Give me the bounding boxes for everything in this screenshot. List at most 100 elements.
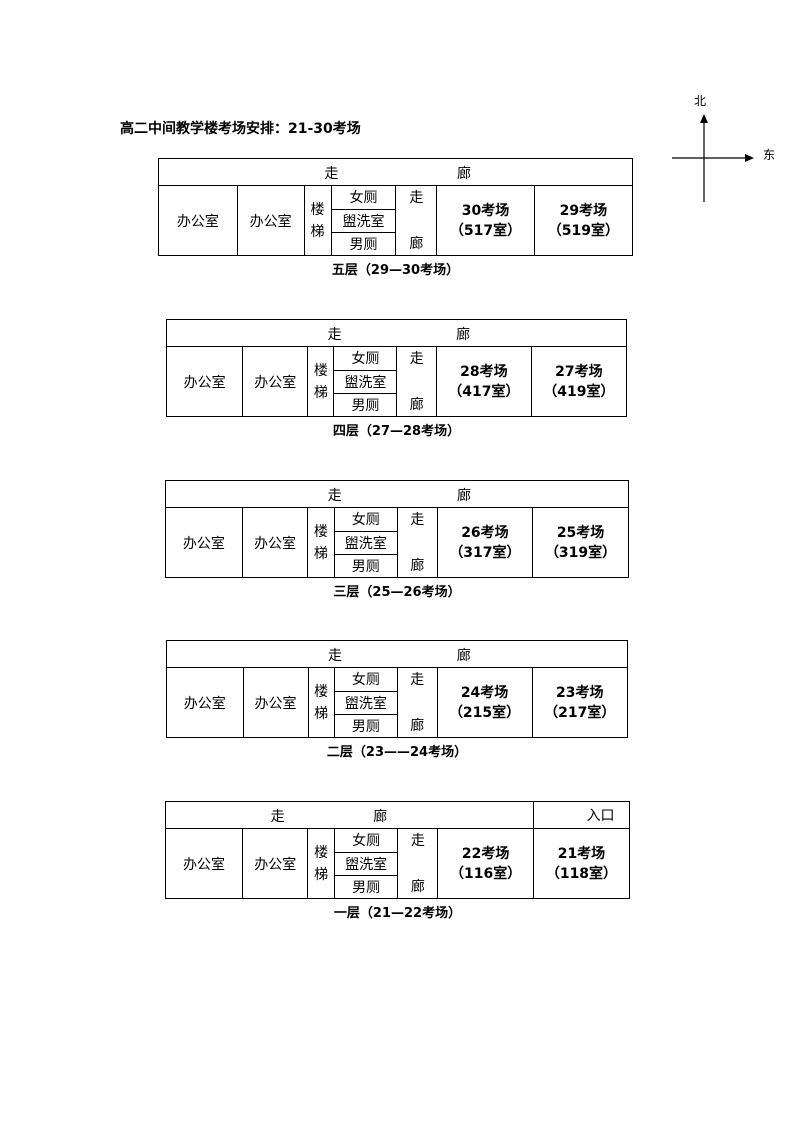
entrance-label: 入口 <box>532 800 631 830</box>
corridor-char: 廊 <box>456 166 471 182</box>
side-corridor: 走廊 <box>395 185 438 256</box>
men-restroom: 男厕 <box>330 231 397 257</box>
stairs: 楼梯 <box>303 185 332 256</box>
corridor-row: 走 廊 <box>166 318 627 348</box>
corridor-char: 廊 <box>410 717 425 734</box>
office-room: 办公室 <box>166 667 244 738</box>
washroom: 盥洗室 <box>333 530 398 555</box>
exam-room-name: 28考场 <box>460 363 508 380</box>
exam-room-name: 21考场 <box>557 845 606 862</box>
exam-room: 30考场（517室） <box>436 185 535 256</box>
washroom: 盥洗室 <box>333 369 398 394</box>
exam-room: 28考场 （417室） <box>436 346 532 417</box>
floor-caption: 二层（23——24考场） <box>326 745 468 760</box>
exam-room: 29考场 （519室） <box>533 185 634 256</box>
exam-room-number: （116室） <box>450 865 522 882</box>
corridor-char: 走 <box>410 511 425 528</box>
corridor-row: 走 廊 <box>165 800 534 830</box>
east-label: 东 <box>763 148 776 162</box>
office-room: 办公室 <box>242 828 309 899</box>
corridor-char: 走 <box>270 809 285 825</box>
corridor-row: 走 廊 <box>165 479 629 509</box>
compass: 北 东 <box>672 92 782 207</box>
women-restroom: 女厕 <box>333 507 398 532</box>
washroom: 盥洗室 <box>330 208 397 233</box>
men-restroom: 男厕 <box>333 874 399 900</box>
exam-room-name: 26考场 <box>461 524 509 541</box>
floor-plan-1: 走 廊 入口 办公室 办公室 楼梯 女厕 走廊 22考场（116室） 21考场（… <box>164 800 631 900</box>
men-restroom: 男厕 <box>333 392 398 418</box>
stairs-char: 楼 <box>310 201 325 218</box>
side-corridor: 走廊 <box>396 667 438 738</box>
men-restroom: 男厕 <box>333 713 398 739</box>
corridor-char: 廊 <box>456 327 471 343</box>
exam-room-number: （519室） <box>547 222 620 239</box>
office-room: 办公室 <box>165 346 244 417</box>
exam-room: 27考场 （419室） <box>530 346 628 417</box>
stairs: 楼梯 <box>307 346 335 417</box>
floor-plan-5: 走 廊 办公室 办公室 楼梯 女厕 走廊 30考场（517室） 29考场（519… <box>158 157 634 257</box>
corridor-char: 廊 <box>410 557 425 574</box>
exam-room-number: （419室） <box>543 383 615 400</box>
office-room: 办公室 <box>165 507 243 578</box>
stairs-char: 楼 <box>314 683 329 700</box>
compass-arrows-icon <box>672 114 754 202</box>
office-room: 办公室 <box>241 507 309 578</box>
page-title: 高二中间教学楼考场安排：21-30考场 <box>120 121 361 137</box>
exam-room-number: （417室） <box>448 383 520 400</box>
stairs-char: 梯 <box>314 705 329 722</box>
corridor-char: 廊 <box>373 809 388 825</box>
exam-room-name: 30考场 <box>461 202 510 219</box>
stairs: 楼梯 <box>307 667 335 738</box>
stairs: 楼梯 <box>307 507 335 578</box>
corridor-char: 廊 <box>410 878 425 895</box>
side-corridor: 走廊 <box>397 828 439 899</box>
corridor-char: 走 <box>409 350 424 367</box>
stairs-char: 梯 <box>313 545 328 562</box>
exam-room: 26考场 （317室） <box>436 507 534 578</box>
exam-room-name: 25考场 <box>556 524 605 541</box>
stairs-char: 楼 <box>314 844 329 861</box>
exam-room-name: 27考场 <box>555 363 603 380</box>
exam-room-name: 22考场 <box>461 845 510 862</box>
corridor-char: 走 <box>327 327 342 343</box>
side-corridor: 走廊 <box>396 507 438 578</box>
washroom: 盥洗室 <box>333 851 399 876</box>
stairs-char: 楼 <box>313 362 328 379</box>
exam-room: 23考场（217室） <box>531 667 629 738</box>
corridor-char: 走 <box>324 166 339 182</box>
exam-room-name: 23考场 <box>556 684 604 701</box>
exam-room: 22考场 （116室） <box>437 828 534 899</box>
corridor-row: 走 廊 <box>166 639 628 669</box>
stairs: 楼梯 <box>307 828 335 899</box>
north-label: 北 <box>694 94 707 108</box>
office-room: 办公室 <box>164 828 244 899</box>
corridor-char: 廊 <box>409 396 424 413</box>
exam-room-name: 24考场 <box>460 684 509 701</box>
exam-room: 24考场 （215室） <box>436 667 533 738</box>
corridor-char: 走 <box>410 832 425 849</box>
women-restroom: 女厕 <box>330 185 397 210</box>
corridor-char: 廊 <box>456 648 471 664</box>
corridor-char: 走 <box>410 671 425 688</box>
floor-plan-2: 走 廊 办公室 办公室 楼梯 女厕 走廊 24考场（215室） 23考场（217… <box>166 639 629 739</box>
stairs-char: 梯 <box>310 223 325 240</box>
exam-room-number: （317室） <box>449 544 521 561</box>
men-restroom: 男厕 <box>333 553 398 579</box>
floor-plan-3: 走 廊 办公室 办公室 楼梯 女厕 走廊 26考场（317室） 25考场（319… <box>165 479 629 579</box>
corridor-char: 走 <box>328 648 342 664</box>
side-corridor: 走廊 <box>396 346 437 417</box>
women-restroom: 女厕 <box>333 346 398 371</box>
office-room: 办公室 <box>242 667 309 738</box>
corridor-char: 廊 <box>457 488 472 504</box>
floor-plan-4: 走 廊 办公室 办公室 楼梯 女厕 走廊 28考场（417室） 27考场（419… <box>165 318 628 418</box>
women-restroom: 女厕 <box>333 667 398 692</box>
exam-room: 25考场（319室） <box>532 507 629 578</box>
exam-room: 21考场 （118室） <box>532 828 631 899</box>
exam-room-name: 29考场 <box>559 202 608 219</box>
exam-room-number: （215室） <box>448 704 521 721</box>
floor-caption: 四层（27—28考场） <box>332 424 461 439</box>
corridor-row: 走 廊 <box>158 157 633 187</box>
washroom: 盥洗室 <box>333 690 398 715</box>
exam-room-number: （118室） <box>545 865 618 882</box>
